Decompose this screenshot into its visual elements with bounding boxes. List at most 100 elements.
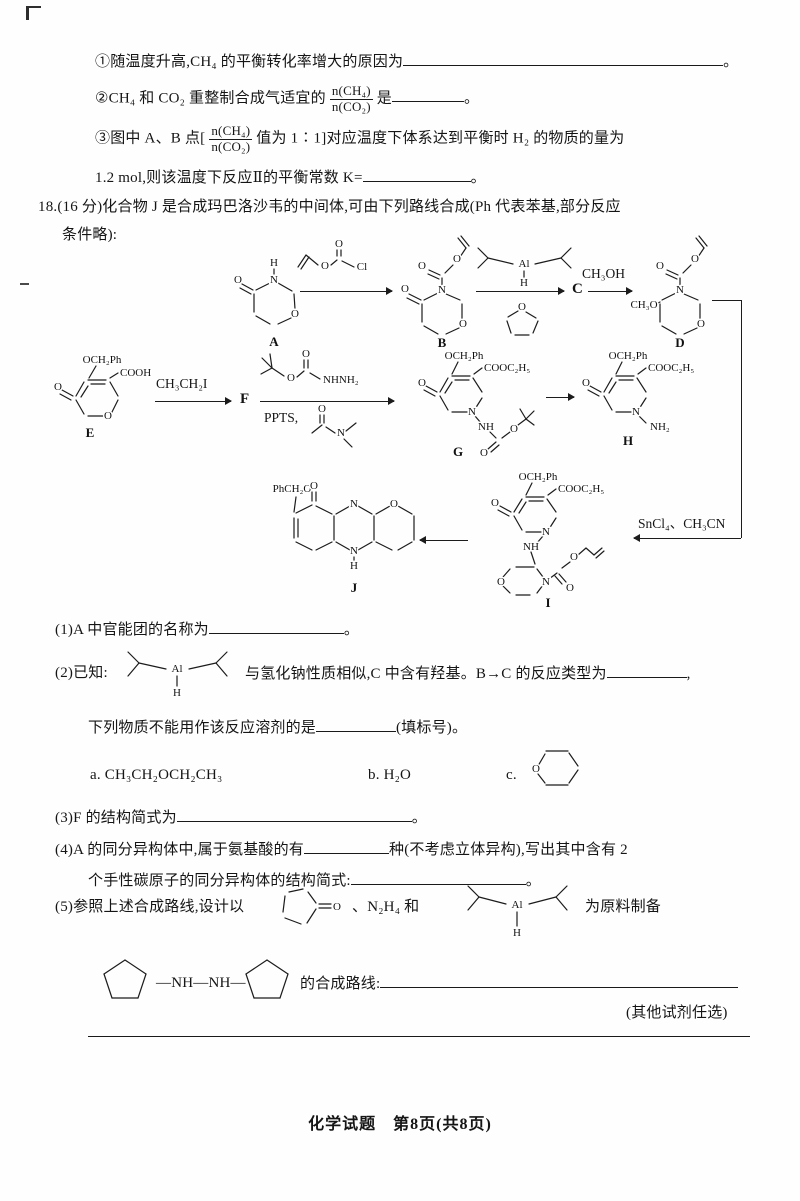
compound-c-label: C xyxy=(572,281,583,297)
product-nhnh-text: —NH—NH— xyxy=(156,974,246,993)
atom-label: N xyxy=(350,498,358,510)
answer-blank-line xyxy=(88,1036,750,1037)
text-period: 。 xyxy=(723,54,739,70)
atom-label: O xyxy=(321,260,329,272)
text-period: 。 xyxy=(525,873,541,889)
atom-label: H xyxy=(513,927,521,939)
structure-j-drawing: PhCH₂O O N N H O J xyxy=(271,479,415,595)
answer-blank xyxy=(403,52,724,66)
atom-label: N xyxy=(468,406,476,418)
atom-label: O xyxy=(418,260,426,272)
question-2-line2: 下列物质不能用作该反应溶剂的是(填标号)。 xyxy=(88,718,467,738)
atom-label: O xyxy=(234,274,242,286)
text-q2-l2-end: (填标号)。 xyxy=(396,720,468,736)
compound-f-label: F xyxy=(240,391,250,407)
question-5-mid2: 为原料制备 xyxy=(585,898,661,917)
text-q2-pre: (2)已知: xyxy=(55,665,108,681)
text-q5-mid2: 为原料制备 xyxy=(585,899,662,915)
text-q4-l2: 个手性碳原子的同分异构体的结构简式: xyxy=(88,873,351,889)
bonds xyxy=(423,361,535,453)
text-q17-s2: ②CH₄ 和 CO₂ 重整制合成气适宜的 xyxy=(95,90,326,107)
reaction-arrow-3 xyxy=(588,287,633,296)
fraction-denominator: n(CO₂) xyxy=(331,98,371,114)
q17-sub3-line2: 1.2 mol,则该温度下反应Ⅱ的平衡常数 K= 。 xyxy=(95,168,486,188)
bonds xyxy=(245,959,289,999)
atom-label: N xyxy=(632,406,640,418)
atom-label: CH₃O xyxy=(630,299,657,311)
atom-label: N xyxy=(350,545,358,557)
atom-label: COOH xyxy=(120,367,151,379)
answer-blank xyxy=(380,974,739,988)
bonds xyxy=(239,268,296,325)
reagent-dibal-h-drawing: Al H xyxy=(477,247,572,291)
atom-label: COOC₂H₅ xyxy=(484,362,530,374)
atom-label: O xyxy=(333,901,341,913)
bonds xyxy=(655,235,708,335)
text-q17-s2-mid: 是 xyxy=(376,90,392,107)
text-q4-b: 种(不考虑立体异构),写出其中含有 2 xyxy=(389,842,628,858)
structure-h-drawing: OCH₂Ph COOC₂H₅ O N NH₂ H xyxy=(581,349,696,449)
reaction-arrow-2 xyxy=(476,287,565,296)
reagent-ch3ch2i-label: CH₃CH₂I xyxy=(156,376,208,391)
text-q4-a: (4)A 的同分异构体中,属于氨基酸的有 xyxy=(55,842,304,858)
atom-label: Cl xyxy=(357,261,367,273)
atom-label: O xyxy=(510,423,518,435)
structure-g-drawing: OCH₂Ph COOC₂H₅ O N NH O O G xyxy=(417,349,535,461)
text-period: 。 xyxy=(343,622,360,638)
structure-b-label: B xyxy=(438,335,447,350)
question-3-line: (3)F 的结构简式为 。 xyxy=(55,808,427,828)
atom-label: H xyxy=(270,257,278,269)
atom-label: N xyxy=(337,427,345,439)
text-q18-stem1: 18.(16 分)化合物 J 是合成玛巴洛沙韦的中间体,可由下列路线合成(Ph … xyxy=(38,199,621,215)
answer-blank xyxy=(316,718,397,732)
q2-dibal-h-drawing: Al H xyxy=(127,651,228,701)
question-5-note: (其他试剂任选) xyxy=(626,1004,728,1023)
atom-label: COOC₂H₅ xyxy=(558,483,604,495)
question-4-line2: 个手性碳原子的同分异构体的结构简式: 。 xyxy=(88,871,541,891)
atom-label: OCH₂Ph xyxy=(83,354,122,366)
atom-label: O xyxy=(453,253,461,265)
atom-label: O xyxy=(697,318,705,330)
text-period: 。 xyxy=(464,90,480,107)
answer-blank xyxy=(392,88,464,103)
bonds xyxy=(297,249,355,270)
text-q17-s3-l2: 1.2 mol,则该温度下反应Ⅱ的平衡常数 K= xyxy=(95,170,363,186)
text-q3: (3)F 的结构简式为 xyxy=(55,810,177,826)
bonds xyxy=(311,414,357,448)
bonds xyxy=(103,959,147,999)
atom-label: N xyxy=(270,274,278,286)
mole-ratio-fraction: n(CH₄)n(CO₂) xyxy=(329,83,373,114)
reaction-arrow-to-i xyxy=(633,534,741,543)
atom-label: NH₂ xyxy=(650,421,670,433)
atom-label: Al xyxy=(512,899,523,911)
fraction-numerator: n(CH₄) xyxy=(329,83,373,100)
structure-a-drawing: H N O O A xyxy=(233,256,301,350)
reagent-boc-carbazate-drawing: O O NHNH₂ xyxy=(260,347,360,388)
atom-label: O xyxy=(390,498,398,510)
text-period: 。 xyxy=(411,810,427,826)
q5-dibal-h-drawing: Al H xyxy=(467,885,568,941)
structure-e-drawing: OCH₂Ph COOH O O E xyxy=(53,353,153,441)
atom-label: O xyxy=(302,348,310,360)
question-2-prefix: (2)已知: xyxy=(55,664,108,683)
fraction-denominator: n(CO₂) xyxy=(211,138,251,154)
atom-label: O xyxy=(287,372,295,384)
q17-sub3-line1: ③图中 A、B 点[n(CH₄)n(CO₂)值为 1∶1]对应温度下体系达到平衡… xyxy=(95,123,624,154)
text-period: 。 xyxy=(470,170,486,186)
atom-label: OCH₂Ph xyxy=(445,350,484,362)
answer-blank xyxy=(350,871,526,885)
atom-label: O xyxy=(518,301,526,313)
reaction-arrow-5 xyxy=(260,397,395,406)
structure-e-label: E xyxy=(86,425,95,440)
text-q5-mid1: 、N₂H₄ 和 xyxy=(352,899,420,915)
bonds xyxy=(293,491,415,562)
reaction-arrow-i-to-j xyxy=(419,536,468,545)
scan-artifact xyxy=(26,6,41,20)
atom-label: O xyxy=(401,283,409,295)
atom-label: N xyxy=(676,284,684,296)
atom-label: NH xyxy=(478,421,494,433)
structure-i-label: I xyxy=(545,595,550,610)
reagent-allyl-chloroformate-drawing: O O Cl xyxy=(297,237,369,275)
text-q18-stem2: 条件略): xyxy=(62,227,118,243)
